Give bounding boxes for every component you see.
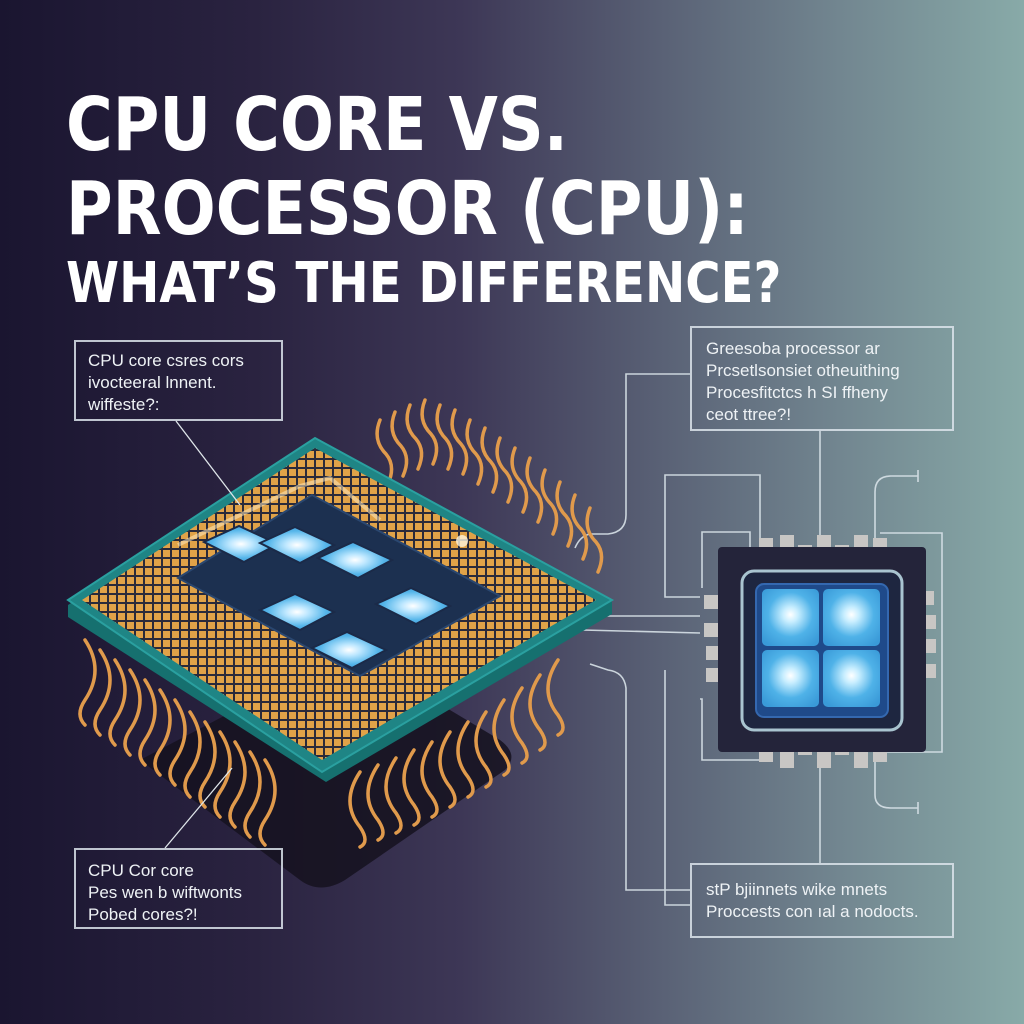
callout-text: Pobed cores?! — [88, 905, 198, 924]
callout-bottom-left: CPU Cor core Pes wen b wiftwonts Pobed c… — [74, 848, 283, 929]
callout-text: CPU core csres cors — [88, 351, 244, 370]
callout-text: Procesfitctcs h SI ffheny — [706, 383, 889, 402]
callout-top-left: CPU core csres cors ivocteeral lnnent. w… — [74, 340, 283, 421]
title-line-1: CPU CORE VS. — [66, 82, 568, 168]
callout-text: CPU Cor core — [88, 861, 194, 880]
leader-lines — [164, 420, 241, 849]
callout-text: wiffeste?: — [88, 395, 160, 414]
title-line-3: WHAT’S THE DIFFERENCE? — [66, 251, 782, 316]
right-chip-cores — [762, 589, 880, 707]
callout-text: ivocteeral lnnent. — [88, 373, 217, 392]
callout-text: Pes wen b wiftwonts — [88, 883, 243, 902]
callout-text: Prcsetlsonsiet otheuithing — [706, 361, 900, 380]
callout-text: Proccests con ıal a nodocts. — [706, 902, 919, 921]
callout-text: stP bjiinnets wike mnets — [706, 880, 888, 899]
callout-bottom-right: stP bjiinnets wike mnets Proccests con ı… — [690, 863, 954, 938]
page-title: CPU CORE VS. PROCESSOR (CPU): WHAT’S THE… — [66, 88, 898, 316]
left-chip-cores — [201, 524, 453, 670]
left-chip-graphic — [66, 398, 615, 888]
right-chip-graphic — [704, 535, 936, 768]
callout-text: ceot ttree?! — [706, 405, 792, 424]
callout-text: Greesoba processor ar — [706, 339, 880, 358]
title-line-2: PROCESSOR (CPU): — [66, 166, 749, 252]
callout-top-right: Greesoba processor ar Prcsetlsonsiet oth… — [690, 326, 954, 431]
